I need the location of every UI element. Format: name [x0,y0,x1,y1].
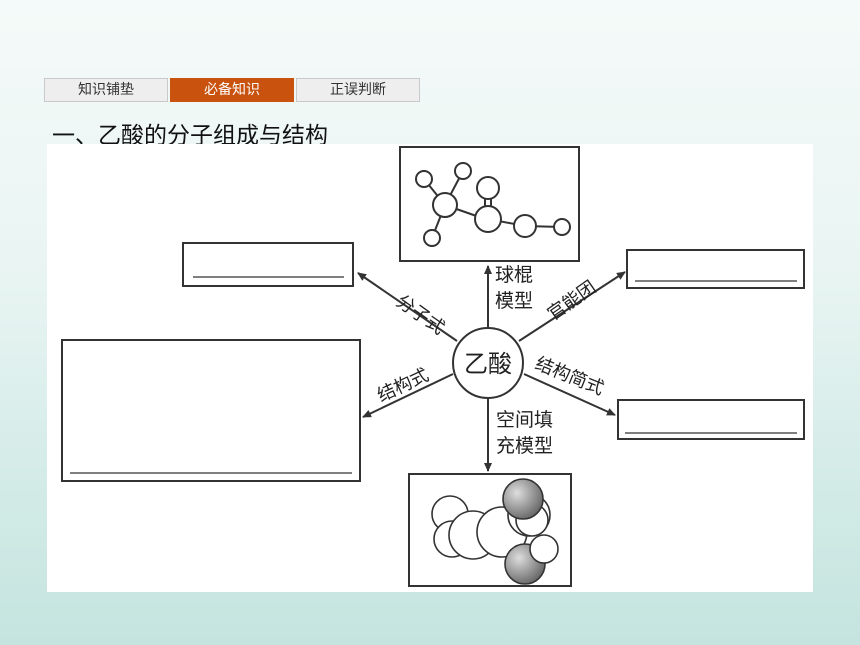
label-structural-formula: 结构式 [374,365,432,407]
label-molecular-formula: 分子式 [392,291,448,339]
diagram-panel: 乙酸 球棍 模型 分子式 官能团 [47,144,813,592]
center-label: 乙酸 [464,350,512,378]
structural-formula-box [61,339,361,482]
functional-group-box [626,249,805,289]
label-ball-stick-line1: 球棍 [495,264,533,286]
arrow-to-structural-formula [362,373,454,418]
tab-essential-knowledge[interactable]: 必备知识 [170,78,294,102]
center-circle [452,327,524,399]
tab-knowledge-prep[interactable]: 知识铺垫 [44,78,168,102]
tab-bar: 知识铺垫 必备知识 正误判断 [44,78,422,102]
label-structural-simplified: 结构简式 [532,353,607,399]
label-functional-group: 官能团 [544,277,600,325]
space-filling-model [431,478,559,585]
concept-map: 乙酸 球棍 模型 分子式 官能团 [61,146,805,587]
label-space-filling-line2: 充模型 [496,435,553,457]
arrow-to-structural-simplified [523,373,616,416]
arrow-to-functional-group [518,271,626,342]
tab-true-false[interactable]: 正误判断 [296,78,420,102]
ball-stick-model [415,162,571,247]
arrow-to-molecular-formula [357,272,458,342]
label-ball-stick-line2: 模型 [495,290,533,312]
molecular-formula-box [182,242,354,287]
label-space-filling-line1: 空间填 [496,409,553,431]
